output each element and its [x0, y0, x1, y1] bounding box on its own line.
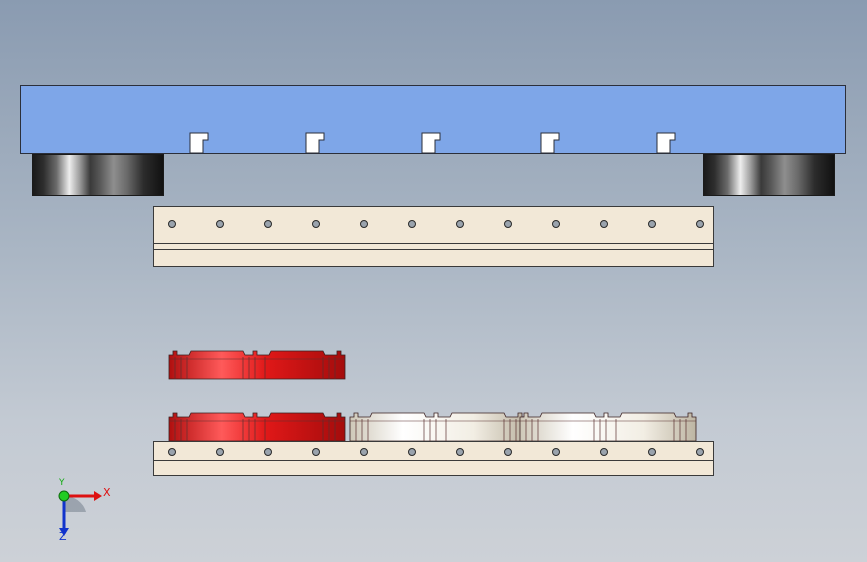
rail-edge-line — [154, 460, 713, 461]
mounting-hole — [360, 220, 368, 228]
axis-plane-shade — [64, 495, 86, 512]
mounting-hole — [264, 448, 272, 456]
t-slot-group — [189, 132, 676, 154]
fixture-row[interactable] — [168, 412, 697, 442]
beam-t-slots — [189, 132, 676, 154]
mounting-hole — [504, 220, 512, 228]
mounting-hole — [264, 220, 272, 228]
fixture-block — [519, 412, 697, 442]
mounting-hole — [312, 220, 320, 228]
right-roller[interactable] — [703, 154, 835, 196]
fixture-block — [349, 412, 527, 442]
mounting-hole — [168, 448, 176, 456]
mounting-hole — [696, 220, 704, 228]
rail-edge-line — [154, 249, 713, 250]
mounting-hole — [600, 448, 608, 456]
mounting-hole — [360, 448, 368, 456]
mounting-hole — [552, 448, 560, 456]
y-axis-label: Y — [59, 478, 65, 488]
left-roller[interactable] — [32, 154, 164, 196]
mounting-hole — [552, 220, 560, 228]
t-slot — [421, 132, 441, 154]
t-slot — [656, 132, 676, 154]
mounting-hole — [408, 448, 416, 456]
x-arrow-icon — [94, 491, 102, 501]
z-arrow-icon — [59, 528, 69, 536]
axis-triad: X Y Z — [50, 478, 120, 546]
x-axis-label: X — [103, 486, 111, 499]
mounting-hole — [456, 448, 464, 456]
mounting-hole — [696, 448, 704, 456]
rail-edge-line — [154, 243, 713, 244]
mounting-hole — [456, 220, 464, 228]
mounting-hole — [408, 220, 416, 228]
fixture-block — [168, 412, 346, 442]
mounting-hole — [168, 220, 176, 228]
mounting-hole — [648, 448, 656, 456]
mounting-hole — [312, 448, 320, 456]
axis-triad-graphic — [58, 490, 102, 536]
z-axis-label: Z — [59, 530, 67, 543]
t-slot — [305, 132, 325, 154]
single-red-fixture[interactable] — [168, 350, 346, 380]
mounting-hole — [600, 220, 608, 228]
fixture-block — [168, 350, 346, 380]
mounting-hole — [504, 448, 512, 456]
mounting-hole — [216, 220, 224, 228]
cross-beam[interactable] — [20, 85, 846, 154]
t-slot — [540, 132, 560, 154]
mounting-hole — [216, 448, 224, 456]
mounting-hole — [648, 220, 656, 228]
y-axis-dot-icon — [58, 490, 70, 502]
top-rail[interactable] — [153, 206, 714, 267]
t-slot — [189, 132, 209, 154]
bottom-rail[interactable] — [153, 441, 714, 476]
